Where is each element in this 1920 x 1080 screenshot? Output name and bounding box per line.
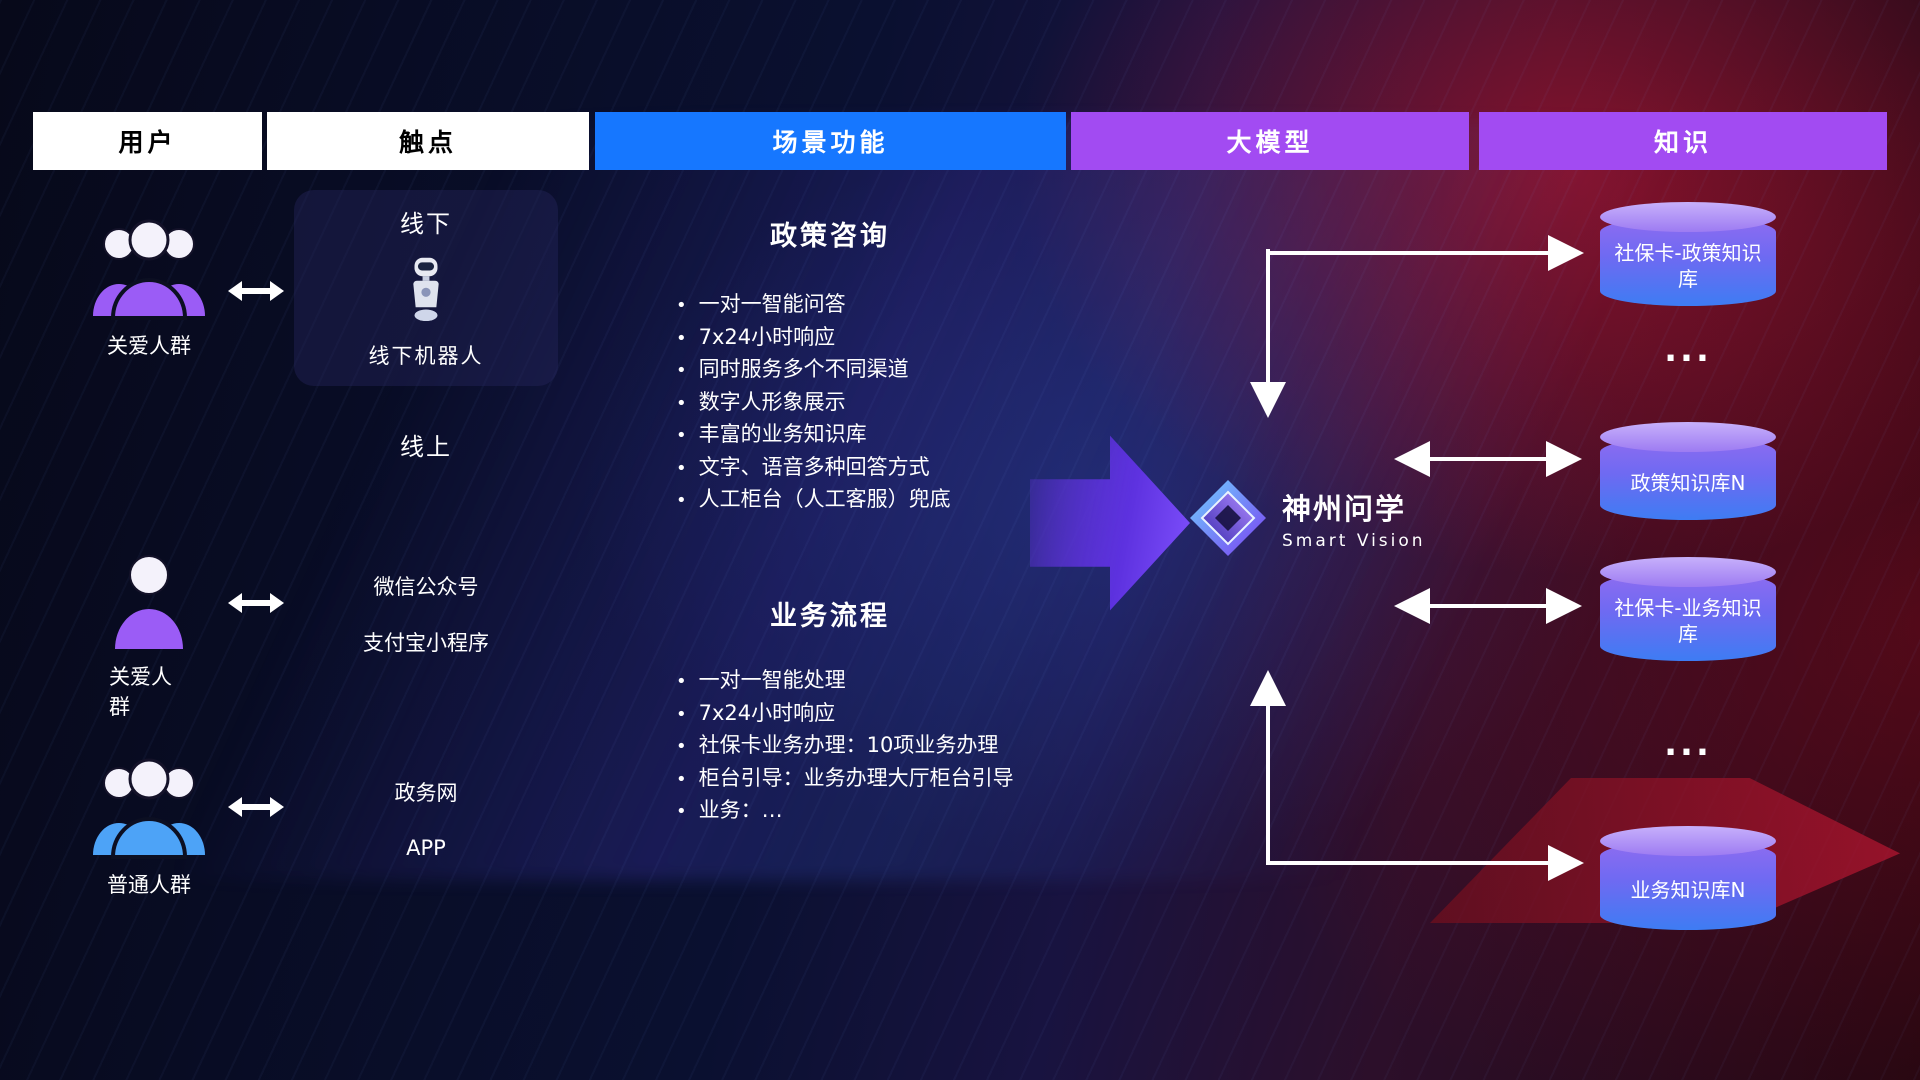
list-item: 同时服务多个不同渠道 (676, 353, 951, 386)
brand-logo: 神州问学 Smart Vision (1188, 478, 1426, 558)
touchpoint-app: APP (406, 836, 446, 860)
person-icon (115, 555, 183, 649)
list-item: 数字人形象展示 (676, 386, 951, 419)
user-label: 关爱人群 (109, 665, 172, 719)
robot-icon (413, 257, 439, 321)
list-item: 丰富的业务知识库 (676, 418, 951, 451)
user-label: 普通人群 (107, 873, 191, 897)
offline-robot-label: 线下机器人 (368, 344, 484, 368)
group-users-icon (93, 219, 205, 320)
list-item: 一对一智能问答 (676, 288, 951, 321)
db-label: 政策知识库N (1630, 471, 1746, 495)
touchpoint-wechat: 微信公众号 (373, 575, 479, 599)
brand-subtitle: Smart Vision (1282, 530, 1426, 551)
header-model: 大模型 (1071, 112, 1469, 170)
online-title: 线上 (400, 433, 452, 461)
group-users-icon (93, 758, 205, 859)
db-cylinder-top (1600, 422, 1776, 452)
scenario-list-policy: 一对一智能问答 7x24小时响应 同时服务多个不同渠道 数字人形象展示 丰富的业… (676, 288, 951, 516)
brand-logo-icon (1190, 480, 1266, 556)
header-scenarios: 场景功能 (595, 112, 1066, 170)
knowledge-db-policy-n: 政策知识库N (1600, 422, 1776, 520)
brand-name: 神州问学 (1282, 491, 1407, 526)
double-arrow-icon (228, 281, 284, 301)
list-item: 一对一智能处理 (676, 664, 1014, 697)
user-person-care-2: 关爱人群 (109, 551, 189, 721)
scenario-title-policy: 政策咨询 (770, 221, 890, 252)
offline-title: 线下 (400, 210, 452, 238)
knowledge-db-business-ssc: 社保卡-业务知识库 (1600, 557, 1776, 661)
list-item: 业务：… (676, 794, 1014, 827)
db-cylinder-top (1600, 202, 1776, 232)
touchpoint-alipay: 支付宝小程序 (363, 631, 489, 655)
header-touchpoints: 触点 (267, 112, 589, 170)
offline-touchpoint-card: 线下 线下机器人 (294, 190, 558, 386)
ellipsis: ... (1664, 330, 1712, 370)
scenario-list-business: 一对一智能处理 7x24小时响应 社保卡业务办理：10项业务办理 柜台引导：业务… (676, 664, 1014, 827)
knowledge-db-policy-ssc: 社保卡-政策知识库 (1600, 202, 1776, 306)
db-label: 社保卡-业务知识库 (1614, 596, 1762, 646)
db-label: 社保卡-政策知识库 (1614, 241, 1762, 291)
db-cylinder-top (1600, 826, 1776, 856)
ellipsis: ... (1664, 724, 1712, 764)
list-item: 7x24小时响应 (676, 321, 951, 354)
header-knowledge: 知识 (1479, 112, 1887, 170)
knowledge-db-business-n: 业务知识库N (1600, 826, 1776, 930)
user-group-ordinary: 普通人群 (83, 751, 215, 899)
scenario-title-business: 业务流程 (770, 601, 890, 632)
user-label: 关爱人群 (107, 334, 191, 358)
list-item: 文字、语音多种回答方式 (676, 451, 951, 484)
list-item: 社保卡业务办理：10项业务办理 (676, 729, 1014, 762)
header-users: 用户 (33, 112, 262, 170)
list-item: 柜台引导：业务办理大厅柜台引导 (676, 762, 1014, 795)
db-cylinder-top (1600, 557, 1776, 587)
touchpoint-govweb: 政务网 (394, 781, 458, 805)
double-arrow-icon (228, 593, 284, 613)
list-item: 人工柜台（人工客服）兜底 (676, 483, 951, 516)
list-item: 7x24小时响应 (676, 697, 1014, 730)
db-label: 业务知识库N (1630, 878, 1746, 902)
double-arrow-icon (228, 797, 284, 817)
user-group-care-1: 关爱人群 (83, 212, 215, 360)
